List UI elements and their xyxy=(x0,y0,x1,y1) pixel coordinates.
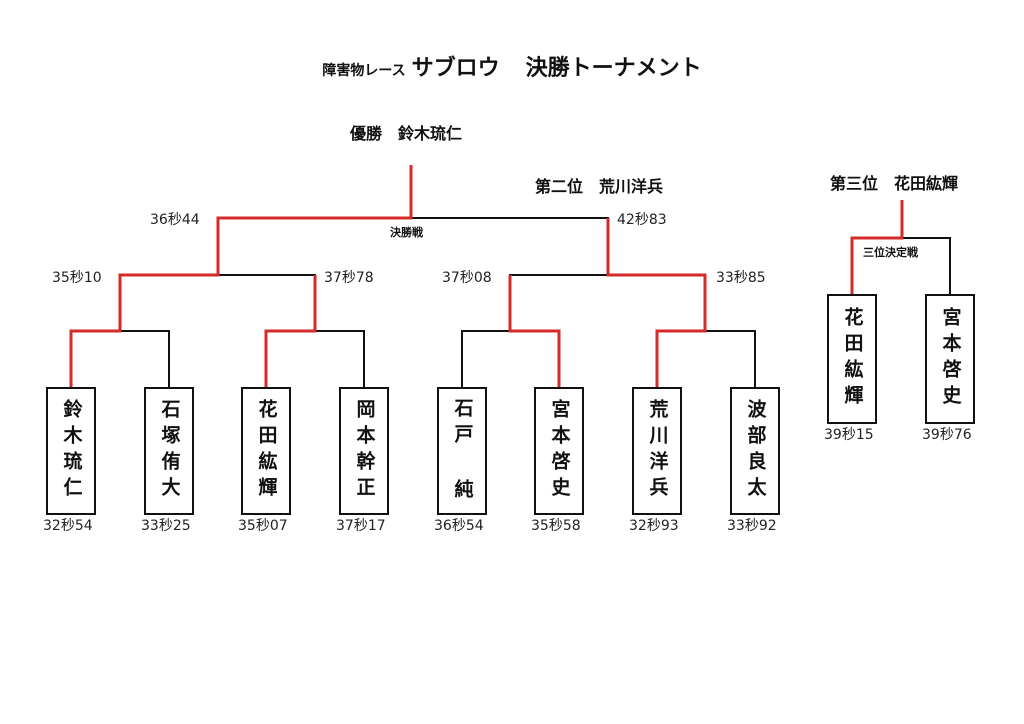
player-name: 花田紘輝 xyxy=(841,307,864,411)
semi-time: 33秒85 xyxy=(716,270,766,286)
third-name: 花田紘輝 xyxy=(894,174,959,193)
winner-name: 鈴木琉仁 xyxy=(398,124,463,143)
player-time: 39秒15 xyxy=(824,427,874,443)
player-box: 荒川洋兵 xyxy=(632,387,682,515)
player-box: 花田紘輝 xyxy=(241,387,291,515)
final-match-label: 決勝戦 xyxy=(390,226,423,239)
player-name: 波部良太 xyxy=(744,399,767,503)
title-main: サブロウ xyxy=(411,55,500,81)
player-box: 宮本啓史 xyxy=(925,294,975,424)
player-name: 鈴木琉仁 xyxy=(60,399,83,503)
winner-label: 優勝鈴木琉仁 xyxy=(350,120,462,144)
title-tournament: 決勝トーナメント xyxy=(525,55,702,81)
player-time: 35秒58 xyxy=(531,518,581,534)
final-time-right: 42秒83 xyxy=(617,212,667,228)
final-time-left: 36秒44 xyxy=(150,212,200,228)
player-name: 荒川洋兵 xyxy=(646,399,669,503)
player-name: 花田紘輝 xyxy=(255,399,278,503)
player-time: 39秒76 xyxy=(922,427,972,443)
player-time: 32秒93 xyxy=(629,518,679,534)
player-name: 石塚侑大 xyxy=(158,399,181,503)
title-sub: 障害物レース xyxy=(322,63,406,79)
player-time: 35秒07 xyxy=(238,518,288,534)
third-place-label: 第三位花田紘輝 xyxy=(830,170,958,194)
player-name: 石戸 純 xyxy=(451,397,474,505)
semi-time: 37秒78 xyxy=(324,270,374,286)
third-title: 第三位 xyxy=(830,174,879,193)
third-match-label: 三位決定戦 xyxy=(863,246,918,259)
player-name: 宮本啓史 xyxy=(548,399,571,503)
second-title: 第二位 xyxy=(535,177,584,196)
player-name: 岡本幹正 xyxy=(353,399,376,503)
player-box: 岡本幹正 xyxy=(339,387,389,515)
winner-title: 優勝 xyxy=(350,124,383,143)
player-box: 石塚侑大 xyxy=(144,387,194,515)
player-name: 宮本啓史 xyxy=(939,307,962,411)
player-box: 花田紘輝 xyxy=(827,294,877,424)
player-box: 石戸 純 xyxy=(437,387,487,515)
winner-path-lines xyxy=(69,165,904,387)
semi-time: 35秒10 xyxy=(52,270,102,286)
player-box: 鈴木琉仁 xyxy=(46,387,96,515)
player-box: 波部良太 xyxy=(730,387,780,515)
player-box: 宮本啓史 xyxy=(534,387,584,515)
player-time: 37秒17 xyxy=(336,518,386,534)
semi-time: 37秒08 xyxy=(442,270,492,286)
player-time: 33秒92 xyxy=(727,518,777,534)
player-time: 36秒54 xyxy=(434,518,484,534)
second-place-label: 第二位荒川洋兵 xyxy=(535,173,663,197)
player-time: 33秒25 xyxy=(141,518,191,534)
page-title: 障害物レースサブロウ決勝トーナメント xyxy=(0,50,1024,82)
player-time: 32秒54 xyxy=(43,518,93,534)
second-name: 荒川洋兵 xyxy=(599,177,664,196)
